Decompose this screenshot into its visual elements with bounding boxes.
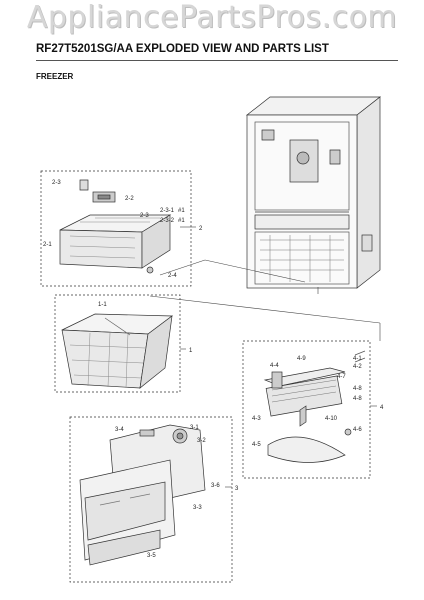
watermark: AppliancePartsPros.com (26, 0, 398, 35)
callout-3-4: 3-4 (115, 427, 124, 433)
page-title: RF27T5201SG/AA EXPLODED VIEW AND PARTS L… (36, 43, 329, 55)
part-group-3-drawer-front (69, 416, 233, 583)
callout-3-5: 3-5 (147, 553, 156, 559)
callout-4-10: 4-10 (325, 416, 338, 422)
callout-3: 3 (235, 486, 239, 492)
callout-4-3: 4-3 (252, 416, 261, 422)
callout-4-5: 4-5 (252, 442, 261, 448)
callout-4-2: 4-2 (353, 364, 362, 370)
callout-3-2: 3-2 (197, 438, 206, 444)
callout-3-1: 3-1 (190, 425, 199, 431)
callout-4-8-a: 4-8 (353, 386, 362, 392)
callout-labels: 2-3 2-2 2-3 2-3-1 #1 2-3-2 #1 2 2-1 2-4 … (43, 180, 384, 559)
callout-hash-1a: #1 (178, 208, 185, 214)
part-group-2-basket (40, 170, 192, 287)
callout-2-3-2: 2-3-2 (160, 218, 175, 224)
callout-2-2: 2-2 (125, 196, 134, 202)
section-label: FREEZER (36, 72, 74, 81)
callout-4-4: 4-4 (270, 363, 279, 369)
callout-2-4: 2-4 (168, 273, 177, 279)
callout-2-3-1: 2-3-1 (160, 208, 175, 214)
part-group-1-basket (54, 294, 181, 393)
callout-2: 2 (199, 226, 203, 232)
callout-4-7: 4-7 (337, 374, 346, 380)
callout-1-1: 1-1 (98, 302, 107, 308)
title-divider (36, 60, 398, 61)
callout-1: 1 (189, 348, 193, 354)
callout-4-9: 4-9 (297, 356, 306, 362)
leader-lines (149, 226, 381, 488)
callout-2-3-top: 2-3 (52, 180, 61, 186)
callout-2-3: 2-3 (140, 213, 149, 219)
callout-4: 4 (380, 405, 384, 411)
callout-3-6: 3-6 (211, 483, 220, 489)
callout-3-3: 3-3 (193, 505, 202, 511)
callout-4-8-b: 4-8 (353, 396, 362, 402)
part-group-4-evaporator (242, 340, 371, 479)
callout-4-6: 4-6 (353, 427, 362, 433)
callout-hash-1b: #1 (178, 218, 185, 224)
callout-4-1: 4-1 (353, 356, 362, 362)
refrigerator-cabinet (245, 96, 382, 289)
callout-2-1: 2-1 (43, 242, 52, 248)
